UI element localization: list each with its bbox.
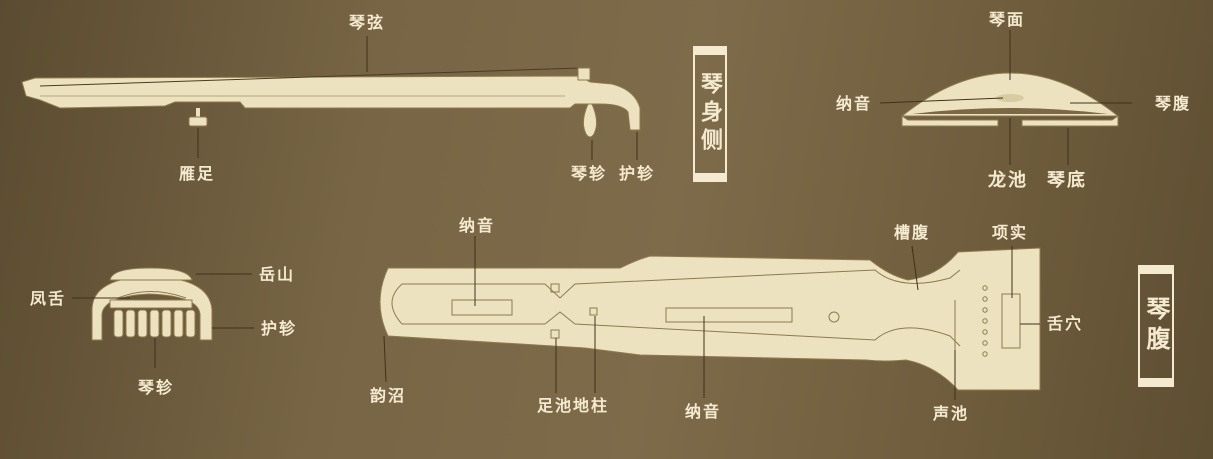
bottom-board-right bbox=[1021, 115, 1119, 127]
side-view-instrument bbox=[21, 36, 641, 160]
cavity bbox=[912, 108, 1108, 114]
leader-groove bbox=[911, 245, 919, 291]
qin-body-side bbox=[21, 75, 641, 131]
na-yin-slot-right bbox=[665, 307, 793, 323]
foot-pool-small-bottom bbox=[550, 329, 560, 339]
belly-view bbox=[379, 236, 1041, 400]
label-rhyme-marsh: 韵沼 bbox=[370, 386, 407, 405]
phoenix-tongue-curve bbox=[117, 291, 187, 299]
side-string-line bbox=[39, 67, 581, 87]
head-end-view bbox=[72, 267, 254, 368]
na-yin-ridge bbox=[996, 94, 1024, 102]
leader-na-yin-cs bbox=[879, 97, 1004, 104]
leader-rhyme-marsh bbox=[383, 335, 387, 383]
earth-pillar bbox=[589, 307, 598, 316]
label-peg-guard-side: 护轸 bbox=[619, 164, 656, 183]
goose-foot-post bbox=[196, 108, 200, 118]
label-peg-guard-head: 护轸 bbox=[261, 319, 298, 338]
label-belly-cs: 琴腹 bbox=[1155, 94, 1192, 113]
label-na-yin-bottom: 纳音 bbox=[685, 402, 722, 421]
phoenix-tongue-plate bbox=[109, 299, 193, 309]
tian-zhu-hole bbox=[828, 311, 840, 323]
label-dragon-pool: 龙池 bbox=[988, 170, 1028, 191]
label-tuning-peg-head: 琴轸 bbox=[138, 378, 175, 397]
head-frame bbox=[91, 275, 213, 341]
title-side-view: 琴身侧 bbox=[693, 46, 727, 182]
qin-body-belly bbox=[379, 247, 1041, 391]
label-goose-foot: 雁足 bbox=[179, 164, 216, 183]
label-mountain: 岳山 bbox=[259, 265, 296, 284]
label-tuning-peg-side: 琴轸 bbox=[571, 164, 608, 183]
mountain-ridge bbox=[109, 267, 193, 281]
label-top-board: 琴面 bbox=[989, 10, 1026, 29]
foot-pool-small-top bbox=[550, 283, 560, 293]
rhyme-marsh-arc bbox=[391, 283, 403, 325]
label-phoenix-tongue: 凤舌 bbox=[30, 289, 67, 308]
belly-waist bbox=[544, 269, 961, 347]
goose-foot-base bbox=[188, 116, 208, 127]
na-yin-slot-left bbox=[451, 299, 513, 316]
title-belly-view: 琴腹 bbox=[1138, 265, 1174, 387]
label-string: 琴弦 bbox=[349, 13, 386, 32]
bridge-block bbox=[577, 67, 591, 81]
label-groove: 槽腹 bbox=[894, 223, 931, 242]
head-pegs bbox=[113, 309, 196, 338]
label-foot-pool-pillar: 足池地柱 bbox=[537, 396, 610, 415]
peg-holes bbox=[982, 285, 988, 357]
label-sound-pool: 声池 bbox=[933, 404, 970, 423]
label-na-yin-cs: 纳音 bbox=[836, 94, 873, 113]
tuning-peg-drop bbox=[582, 103, 598, 138]
cross-section bbox=[879, 30, 1132, 165]
label-bottom-board: 琴底 bbox=[1047, 170, 1087, 191]
bottom-board-left bbox=[901, 115, 999, 127]
label-tongue-hole: 舌穴 bbox=[1047, 314, 1084, 333]
label-neck: 项实 bbox=[992, 223, 1029, 242]
tongue-hole-rect bbox=[1001, 293, 1021, 349]
label-na-yin-top: 纳音 bbox=[459, 216, 496, 235]
